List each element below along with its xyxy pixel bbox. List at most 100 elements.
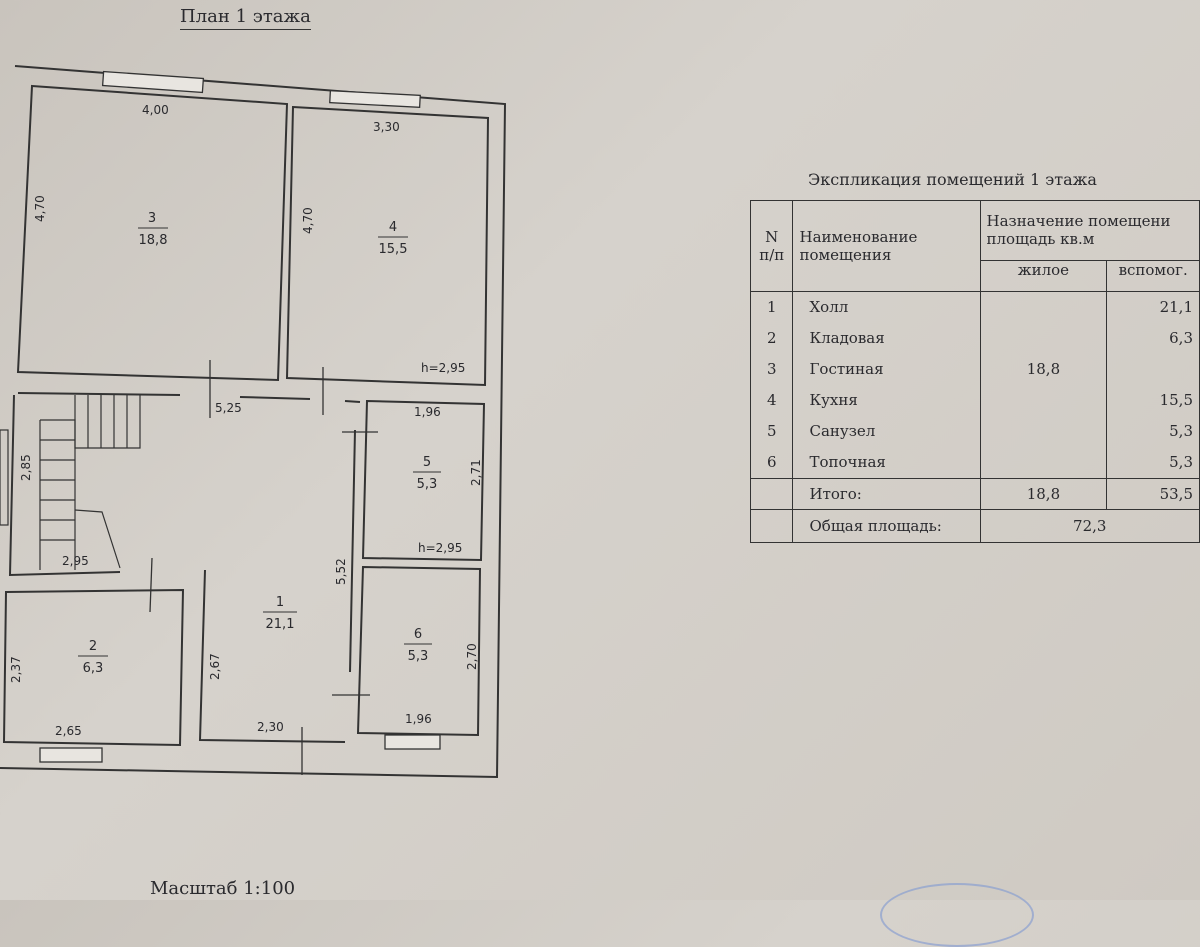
row-5-aux: 5,3 [1169,422,1193,440]
dim-room2-height: 2,37 [9,656,23,683]
window-bottom-right [384,734,441,750]
hall-bottom-wall [198,569,346,743]
row-1-living [987,292,1101,323]
room-4-outline [285,105,490,387]
stair-landing [74,509,121,569]
dim-room5-height: 2,71 [469,459,483,486]
room-4-area: 15,5 [379,242,408,257]
overall-row-blank [749,509,794,543]
row-4-name: Кухня [809,391,858,409]
walls [0,65,507,779]
row-2-living [987,323,1101,354]
row-1-num: 1 [766,298,777,316]
stair-steps-top [87,395,128,448]
row-2-aux: 6,3 [1169,329,1193,347]
dimension-labels: 4,00 4,70 3,30 4,70 h=2,95 5,25 1,96 2,7… [9,103,483,738]
room-6-number: 6 [414,627,422,642]
window-bottom-left [39,747,103,763]
room-2-number: 2 [89,639,97,654]
staircase [0,395,141,570]
window-top-left [101,70,205,94]
row-6-name: Топочная [809,453,886,471]
row-6-aux: 5,3 [1169,453,1193,471]
room-3-area: 18,8 [139,233,168,248]
row-1-name: Холл [809,298,849,316]
stair-flight-top [74,395,141,449]
room-6-outline [356,565,482,737]
header-num: N п/п [749,200,794,292]
dim-room5-ceiling: h=2,95 [418,541,462,555]
plan-title: План 1 этажа [180,6,311,30]
room-6-area: 5,3 [408,649,429,664]
stair-flight-side [39,419,76,570]
dim-hall-top: 5,25 [215,401,242,415]
overall-row: Общая площадь: 72,3 [749,509,1200,543]
dim-room4-width: 3,30 [373,120,400,134]
row-4-aux: 15,5 [1159,391,1193,409]
total-living: 18,8 [979,478,1108,510]
outer-wall [0,65,507,779]
row-3-living: 18,8 [1026,360,1061,378]
row-1-aux: 21,1 [1159,298,1193,316]
windows [39,70,441,763]
row-5-name: Санузел [809,422,876,440]
dim-room6-width: 1,96 [405,712,432,726]
total-aux: 53,5 [1106,478,1200,510]
stair-window [0,429,9,526]
overall-label: Общая площадь: [792,509,981,543]
stair-steps-side [40,439,75,541]
floor-plan: 3 18,8 4 15,5 5 5,3 1 21,1 6 5,3 2 6,3 4… [0,65,507,779]
hall-top-wall [17,392,361,403]
header-purpose: Назначение помещени площадь кв.м [979,200,1200,261]
dim-room1-left: 2,67 [208,653,222,680]
row-2-name: Кладовая [809,329,885,347]
dim-room3-height: 4,70 [33,195,47,222]
col-numbers: 1 2 3 4 5 6 [749,291,794,479]
room-2-area: 6,3 [83,661,104,676]
plan-scale: Масштаб 1:100 [150,878,296,899]
col-aux: 21,1 6,3 15,5 5,3 5,3 [1106,291,1200,479]
dim-room4-height: 4,70 [301,207,315,234]
dim-stair-width: 2,95 [62,554,89,568]
door-mark-2 [149,557,153,613]
room-labels: 3 18,8 4 15,5 5 5,3 1 21,1 6 5,3 2 6,3 [78,211,441,676]
row-4-num: 4 [766,391,777,409]
row-2-num: 2 [766,329,777,347]
dim-room2-width: 2,65 [55,724,82,738]
overall-value: 72,3 [979,509,1200,543]
room-4-number: 4 [389,220,397,235]
dim-room6-height: 2,70 [465,643,479,670]
dim-hall-bottom: 2,30 [257,720,284,734]
room-5-area: 5,3 [417,477,438,492]
row-4-living [987,385,1101,416]
total-row-blank [749,478,794,510]
col-living: 18,8 [979,291,1108,479]
row-3-num: 3 [766,360,777,378]
room-3-outline [16,84,289,382]
dim-room4-ceiling: h=2,95 [421,361,465,375]
explication-table: N п/п Наименование помещения Назначение … [749,200,1200,543]
door-marks [149,360,378,775]
row-5-num: 5 [766,422,777,440]
row-3-aux [1113,354,1193,385]
header-living: жилое [979,259,1108,293]
header-aux: вспомог. [1106,259,1200,293]
row-3-name: Гостиная [809,360,884,378]
room-1-area: 21,1 [266,617,295,632]
room-5-outline [361,399,486,562]
row-5-living [987,416,1101,447]
explication-title: Экспликация помещений 1 этажа [808,170,1097,189]
room-5-number: 5 [423,455,431,470]
room-1-number: 1 [276,595,284,610]
header-name: Наименование помещения [792,200,981,292]
room-3-number: 3 [148,211,156,226]
table-body-row: 1 2 3 4 5 6 Холл Кладовая Гостиная Кухня… [749,291,1200,479]
stair-wall [8,394,121,577]
stamp-mark [880,883,1034,947]
dim-room3-width: 4,00 [142,103,169,117]
total-row: Итого: 18,8 53,5 [749,478,1200,510]
table-subheader-row: жилое вспомог. [751,259,1200,293]
row-6-num: 6 [766,453,777,471]
row-6-living [987,447,1101,478]
dim-room5-width: 1,96 [414,405,441,419]
